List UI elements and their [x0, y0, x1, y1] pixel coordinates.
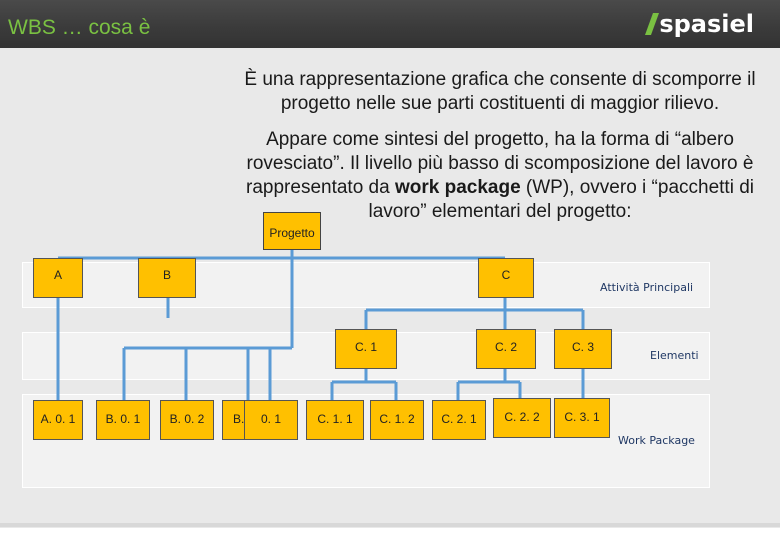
wp-c12: C. 1. 2	[370, 400, 424, 440]
wp-a01: A. 0. 1	[33, 400, 83, 440]
node-progetto: Progetto	[263, 212, 321, 250]
label-attivita-principali: Attività Principali	[600, 281, 694, 294]
work-package-term: work package	[394, 177, 521, 198]
bottom-divider	[0, 523, 780, 527]
paragraph-description-part1: Appare come sintesi del progetto, ha la …	[246, 129, 754, 198]
paragraph-definition: È una rappresentazione grafica che conse…	[244, 69, 756, 114]
node-a: A	[33, 258, 83, 298]
node-c3: C. 3	[554, 329, 612, 369]
paragraph-description-part2: (WP), ovvero i “pacchetti di lavoro” ele…	[368, 177, 754, 222]
wp-b01: B. 0. 1	[96, 400, 150, 440]
node-b: B	[138, 258, 196, 298]
label-elementi: Elementi	[650, 349, 699, 362]
label-work-package: Work Package	[618, 434, 695, 447]
node-c: C	[478, 258, 534, 298]
aspasiel-logo: spasiel	[645, 10, 754, 38]
header-bar: WBS … cosa è spasiel	[0, 0, 780, 48]
wp-c21: C. 2. 1	[432, 400, 486, 440]
logo-text: spasiel	[659, 10, 754, 38]
wp-c31: C. 3. 1	[554, 398, 610, 438]
node-c2: C. 2	[476, 329, 536, 369]
wp-c22: C. 2. 2	[493, 398, 551, 438]
paragraph-description: Appare come sintesi del progetto, ha la …	[228, 128, 772, 224]
wp-b03-front: 0. 1	[244, 400, 298, 440]
slide-title: WBS … cosa è	[8, 16, 151, 39]
level-band-main	[22, 262, 710, 308]
wp-b02: B. 0. 2	[160, 400, 214, 440]
wp-c11: C. 1. 1	[306, 400, 364, 440]
node-c1: C. 1	[335, 329, 397, 369]
